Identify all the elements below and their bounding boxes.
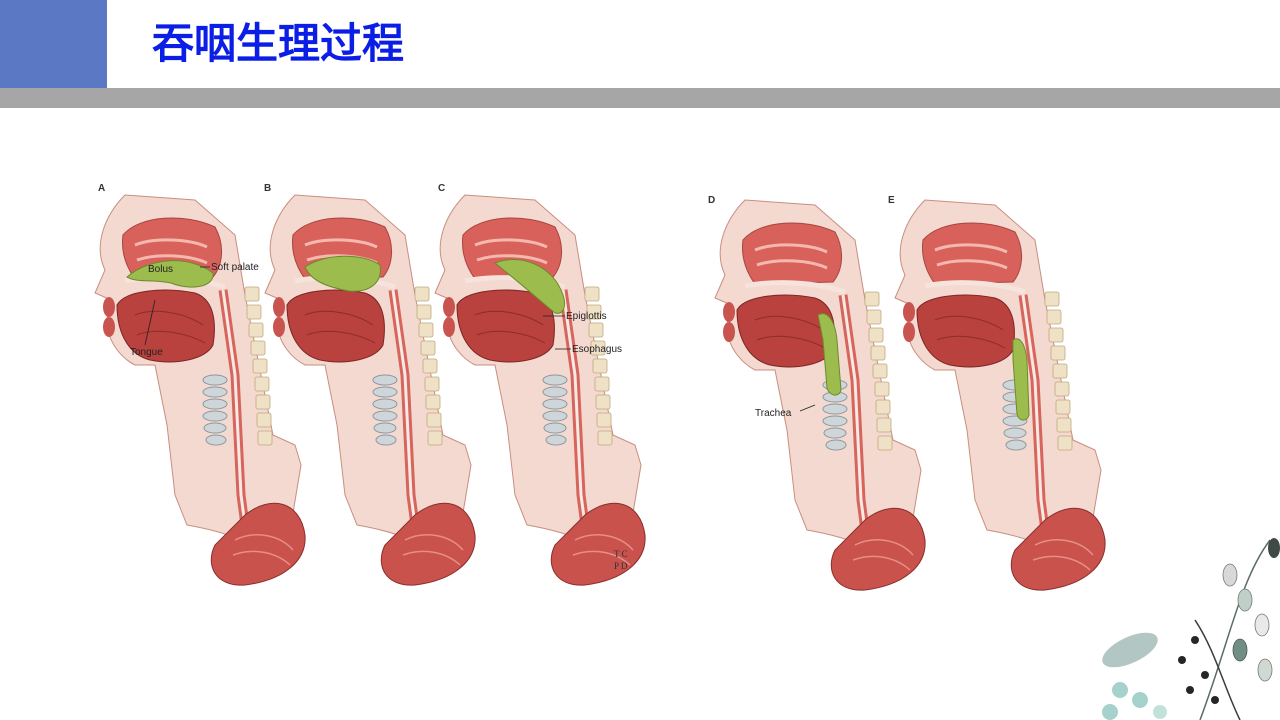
header-accent-block [0, 0, 107, 88]
panel-a [95, 195, 305, 585]
bolus-shape [304, 255, 381, 292]
panel-e [895, 200, 1105, 590]
panel-label-c: C [438, 183, 445, 194]
bolus-shape [126, 260, 214, 288]
panel-c [435, 195, 645, 585]
label-tongue: Tongue [130, 347, 163, 358]
botanical-leaf-icon [1102, 538, 1280, 720]
panel-label-a: A [98, 183, 105, 194]
bolus-shape [817, 313, 842, 396]
header-rule [0, 88, 1280, 108]
slide-title: 吞咽生理过程 [152, 19, 405, 68]
label-esophagus: Esophagus [572, 344, 622, 355]
panel-label-b: B [264, 183, 271, 194]
label-trachea: Trachea [755, 408, 792, 419]
panel-d [715, 200, 925, 590]
panel-b [265, 195, 475, 585]
panel-label-e: E [888, 195, 895, 206]
svg-text:T C: T C [614, 549, 628, 559]
figure-credit: T C P D [614, 549, 628, 571]
label-soft-palate: Soft palate [211, 262, 259, 273]
bolus-shape [1012, 338, 1030, 421]
svg-text:P D: P D [614, 561, 628, 571]
label-epiglottis: Epiglottis [566, 311, 607, 322]
label-bolus: Bolus [148, 264, 173, 275]
panel-label-d: D [708, 195, 715, 206]
bolus-shape [494, 259, 566, 314]
